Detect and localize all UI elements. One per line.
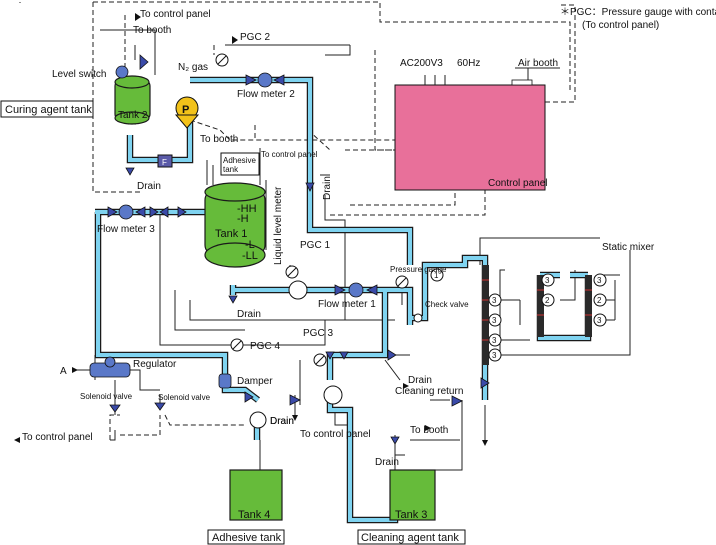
- mixer-number-markers: 1 2 2 3 3 3 3 3 3 3: [430, 268, 607, 362]
- control-panel-label: Control panel: [488, 178, 547, 189]
- pgc2-label: PGC 2: [240, 32, 270, 43]
- regulator-label: Regulator: [133, 359, 177, 370]
- power-label: AC200V3: [400, 58, 443, 69]
- pressure-gauge-label: Pressure gauge: [390, 265, 447, 274]
- mixer-number: 3: [597, 316, 602, 325]
- flow-meter-1-label: Flow meter 1: [318, 299, 376, 310]
- tank-3: [389, 469, 436, 521]
- hz-label: 60Hz: [457, 58, 480, 69]
- pump-letter: P: [182, 104, 189, 116]
- pgc1-label: PGC 1: [300, 240, 330, 251]
- tank-4: [229, 469, 283, 521]
- static-mixer-label: Static mixer: [602, 242, 655, 253]
- mixer-number: 3: [545, 276, 550, 285]
- tank1-ll: -LL: [242, 250, 258, 262]
- note-line-1: ＊PGC：Pressure gauge with contact: [560, 7, 716, 18]
- tank1-hh: -HH: [237, 203, 257, 215]
- curing-agent-tank-label: Curing agent tank: [5, 104, 92, 116]
- note-line-2: (To control panel): [582, 20, 659, 31]
- tank2-label: Tank 2: [118, 110, 148, 121]
- tank3-label: Tank 3: [395, 509, 427, 521]
- control-wires: [19, 2, 631, 485]
- mixer-number: 1: [434, 271, 439, 280]
- to-booth-low: To booth: [410, 425, 448, 436]
- pump-4-icon: [249, 411, 267, 429]
- n2-valve-icon: [139, 54, 149, 70]
- solenoid-valve-1-label: Solenoid valve: [80, 392, 133, 401]
- mixer-number: 3: [492, 336, 497, 345]
- level-switch-icon: [115, 65, 129, 79]
- equipment-symbols: [89, 53, 490, 445]
- drain-valve-icon: [125, 167, 135, 176]
- labels: ＊PGC：Pressure gauge with contact (To con…: [5, 7, 716, 544]
- damper-label: Damper: [237, 376, 273, 387]
- mixer-number: 2: [545, 296, 550, 305]
- to-control-panel-left: To control panel: [22, 432, 93, 443]
- air-booth-label: Air booth: [518, 58, 558, 69]
- drain-low-right: Drain: [408, 375, 432, 386]
- mixer-number: 3: [492, 351, 497, 360]
- solenoid-valve-1-icon: [109, 404, 121, 413]
- tank-2: [114, 75, 151, 125]
- liquid-level-meter-label: Liquid level meter: [273, 186, 284, 265]
- drain-tank4: Drain: [270, 416, 294, 427]
- damper-icon: [218, 373, 232, 389]
- pump-1-icon: [288, 280, 308, 300]
- solenoid-valve-2-icon: [154, 402, 166, 411]
- mixer-number: 3: [492, 296, 497, 305]
- cleaning-agent-tank-box: [357, 529, 466, 545]
- tank-1: [204, 182, 266, 268]
- flow-meter-2-icon: [257, 72, 273, 88]
- air-booth-bar: [511, 79, 533, 86]
- drain-tank1: Drain: [237, 309, 261, 320]
- drain-tank3: Drain: [375, 457, 399, 468]
- flow-meter-1-icon: [348, 282, 364, 298]
- adhesive-tank-bottom-box: [207, 529, 285, 545]
- mixer-number: 2: [597, 296, 602, 305]
- arrowheads: [14, 13, 488, 446]
- static-mixer-columns: [482, 265, 592, 365]
- adhesive-tank-small-box: [220, 152, 260, 176]
- pgc4-label: PGC 4: [250, 341, 280, 352]
- flow-meter-3-label: Flow meter 3: [97, 224, 155, 235]
- check-valve-label: Check valve: [425, 300, 469, 309]
- pgc3-label: PGC 3: [303, 328, 333, 339]
- to-control-panel-mid: To control panel: [261, 150, 318, 159]
- adhesive-tank-bottom-label: Adhesive tank: [212, 532, 282, 544]
- filter-icon: [157, 154, 173, 168]
- pump-3-icon: [323, 385, 343, 405]
- level-switch-label: Level switch: [52, 69, 106, 80]
- drain-left: Drain: [137, 181, 161, 192]
- drain-mid: Drain: [270, 416, 294, 427]
- tank1-h: -H: [237, 213, 249, 225]
- mixer-number: 3: [492, 316, 497, 325]
- adhesive-tank-small-1: Adhesive: [223, 156, 256, 165]
- solenoid-valve-2-label: Solenoid valve: [158, 393, 211, 402]
- control-panel: [394, 84, 546, 191]
- flow-meter-2-label: Flow meter 2: [237, 89, 295, 100]
- cleaning-agent-tank-label: Cleaning agent tank: [361, 532, 459, 544]
- to-booth-mid: To booth: [200, 134, 238, 145]
- filter-letter: F: [162, 158, 167, 167]
- mixer-number: 3: [597, 276, 602, 285]
- tank4-label: Tank 4: [238, 509, 270, 521]
- curing-agent-tank-box: [0, 100, 94, 118]
- to-booth-top: To booth: [133, 25, 171, 36]
- tank1-label: Tank 1: [215, 228, 247, 240]
- drain-vertical: Drain: [322, 176, 333, 200]
- adhesive-tank-small-2: tank: [223, 165, 239, 174]
- check-valve-icon: [413, 313, 423, 323]
- cleaning-return-label: Cleaning return: [395, 386, 463, 397]
- a-label: A: [60, 366, 67, 377]
- to-control-panel-top: To control panel: [140, 9, 211, 20]
- to-control-panel-low: To control panel: [300, 429, 371, 440]
- flow-meter-3-icon: [118, 204, 134, 220]
- tank1-l: -L: [245, 239, 255, 251]
- control-dashed-lines: [92, 1, 576, 440]
- n2-gas-label: N₂ gas: [178, 62, 208, 73]
